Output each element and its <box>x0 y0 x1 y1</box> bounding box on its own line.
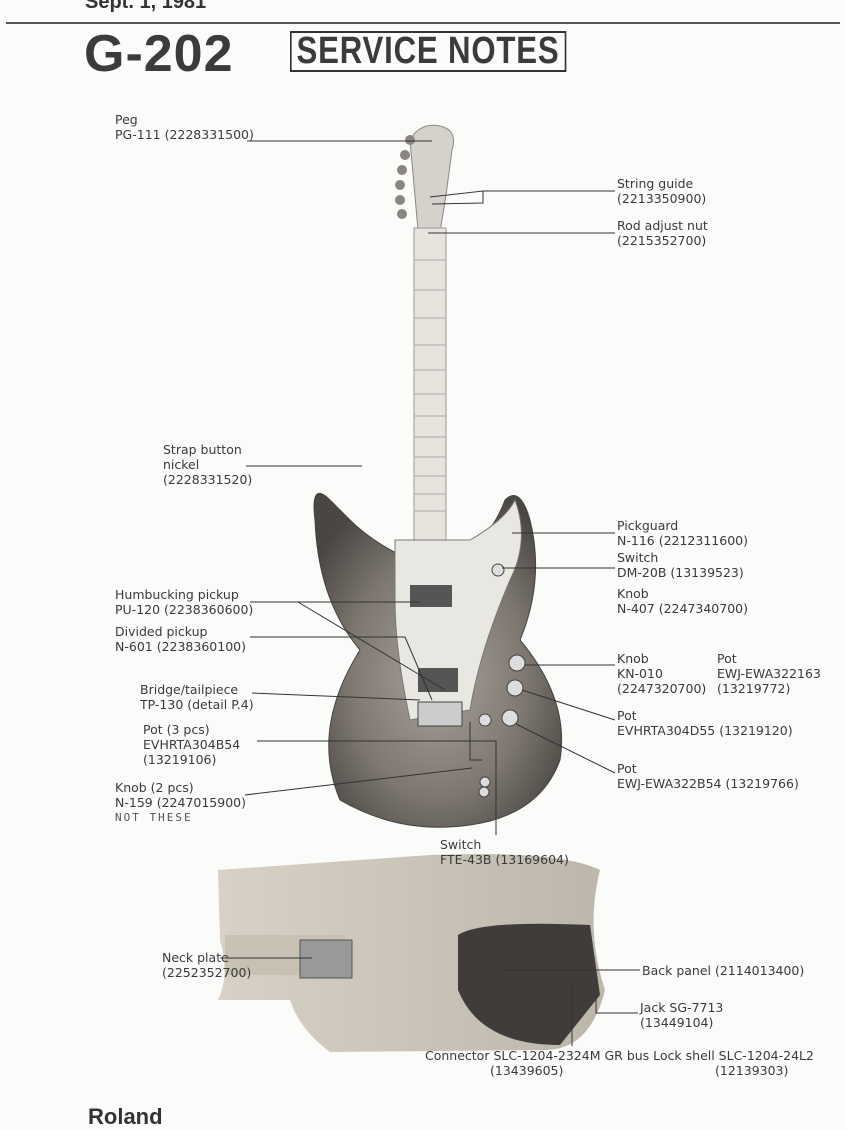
label-model: EVHRTA304B54 <box>143 737 241 752</box>
label-title: Strap button <box>163 442 242 457</box>
label-back-panel: Back panel (2114013400) <box>642 963 805 978</box>
label-title: Bridge/tailpiece <box>140 682 239 697</box>
neck-plate-photo <box>299 939 353 979</box>
label-connector: Connector SLC-1204-2324M GR bus Lock she… <box>425 1048 814 1078</box>
label-part-number: N-159 (2247015900) <box>115 795 246 810</box>
label-model: EWJ-EWA322163 <box>717 666 821 681</box>
divided-pickup <box>418 668 458 692</box>
leader-lines <box>220 140 640 1046</box>
label-finish: nickel <box>163 457 200 472</box>
label-rod-adjust-nut: Rod adjust nut(2215352700) <box>617 218 708 248</box>
label-title: Neck plate <box>162 950 229 965</box>
label-part-number: (13219772) <box>717 681 791 696</box>
label-part-number: FTE-43B (13169604) <box>440 852 569 867</box>
label-part-number: (2215352700) <box>617 233 707 248</box>
header-date: Sept. 1, 1981 <box>85 0 207 13</box>
label-title: Pot <box>717 651 737 666</box>
label-part-number: TP-130 (detail P.4) <box>140 697 254 712</box>
label-part-number: N-116 (2212311600) <box>617 533 748 548</box>
label-neck-plate: Neck plate(2252352700) <box>162 950 251 980</box>
label-model: KN-010 <box>617 666 663 681</box>
label-part-number: EVHRTA304D55 (13219120) <box>617 723 793 738</box>
label-part-number: (2228331520) <box>163 472 253 487</box>
connector-part-number: (13439605) <box>490 1063 564 1078</box>
service-notes-title: SERVICE NOTES <box>290 31 567 72</box>
label-string-guide: String guide(2213350900) <box>617 176 706 206</box>
humbucker-neck <box>410 585 452 607</box>
label-pot-3pcs: Pot (3 pcs)EVHRTA304B54(13219106) <box>143 722 240 767</box>
label-knob-2pcs: Knob (2 pcs)N-159 (2247015900)NOT THESE <box>115 780 246 825</box>
neck <box>413 227 447 559</box>
label-title: Pot (3 pcs) <box>143 722 210 737</box>
label-part-number: N-407 (2247340700) <box>617 601 748 616</box>
label-part-number: N-601 (2238360100) <box>115 639 246 654</box>
model-title: G-202 <box>84 25 234 83</box>
label-part-number: PG-111 (2228331500) <box>115 127 254 142</box>
lock-shell-part-number: (12139303) <box>715 1063 789 1078</box>
tuning-pegs <box>395 135 415 219</box>
label-title: Pot <box>617 761 637 776</box>
label-part-number: (2247320700) <box>617 681 707 696</box>
label-title: Connector SLC-1204-2324M GR bus Lock she… <box>425 1048 814 1063</box>
label-title: Switch <box>617 550 659 565</box>
label-part-number: (2252352700) <box>162 965 252 980</box>
label-title: String guide <box>617 176 694 191</box>
roland-logo: Roland <box>88 1104 163 1129</box>
label-title: Humbucking pickup <box>115 587 239 602</box>
label-title: Switch <box>440 837 482 852</box>
label-title: Knob <box>617 586 649 601</box>
label-part-number: PU-120 (2238360600) <box>115 602 254 617</box>
label-part-number: DM-20B (13139523) <box>617 565 744 580</box>
label-part-number: EWJ-EWA322B54 (13219766) <box>617 776 799 791</box>
label-title: Peg <box>115 112 138 127</box>
label-title: Pickguard <box>617 518 679 533</box>
bridge <box>417 701 463 727</box>
label-title: Knob (2 pcs) <box>115 780 194 795</box>
label-title: Pot <box>617 708 637 723</box>
handwritten-note: NOT THESE <box>115 811 193 824</box>
frets <box>414 259 446 512</box>
headstock <box>409 124 454 233</box>
label-jack: Jack SG-7713(13449104) <box>640 1000 723 1030</box>
label-part-number: (13219106) <box>143 752 217 767</box>
label-title: Divided pickup <box>115 624 208 639</box>
label-title: Jack SG-7713 <box>640 1000 724 1015</box>
header-rule <box>6 22 840 24</box>
label-title: Knob <box>617 651 649 666</box>
label-title: Rod adjust nut <box>617 218 708 233</box>
knobs <box>478 563 526 798</box>
back-panel-photo <box>458 923 600 1045</box>
label-part-number: (13449104) <box>640 1015 714 1030</box>
label-part-number: (2213350900) <box>617 191 707 206</box>
